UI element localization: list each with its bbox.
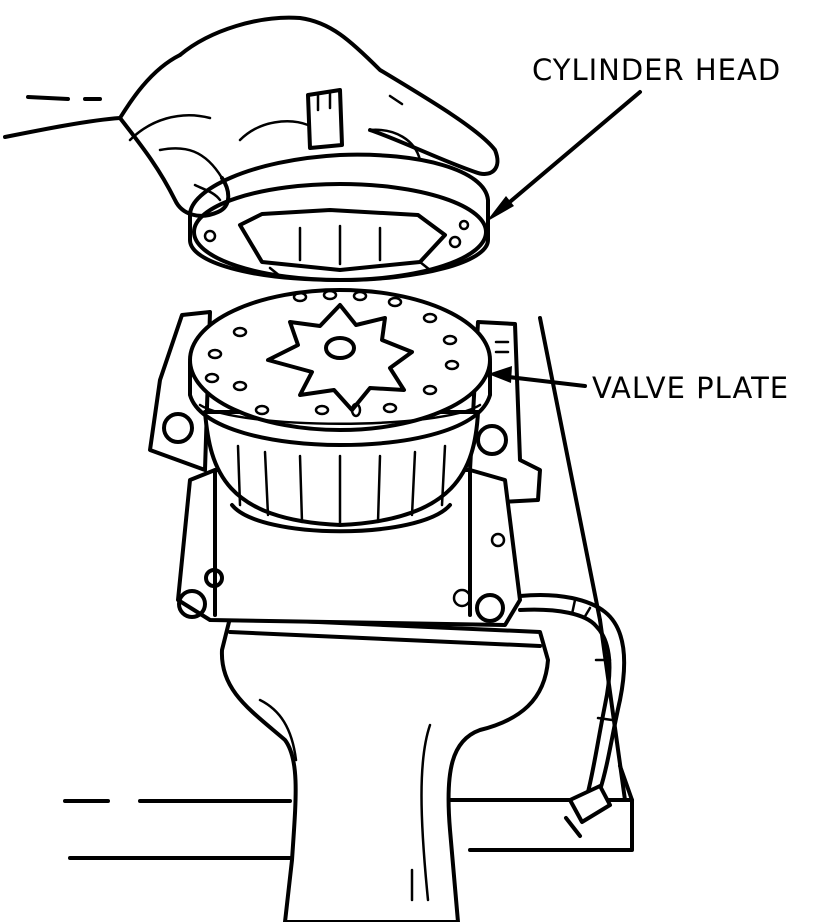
cylinder-head-leader <box>486 90 642 222</box>
hand <box>3 15 500 218</box>
cylinder-head <box>188 88 490 282</box>
holding-fixture <box>219 616 550 922</box>
wire-harness <box>518 592 627 838</box>
support-rail <box>538 316 627 802</box>
valve-plate-leader <box>488 366 587 388</box>
cylinder-head-label: CYLINDER HEAD <box>532 53 782 87</box>
valve-plate-label: VALVE PLATE <box>592 371 790 405</box>
valve-plate <box>188 288 492 447</box>
